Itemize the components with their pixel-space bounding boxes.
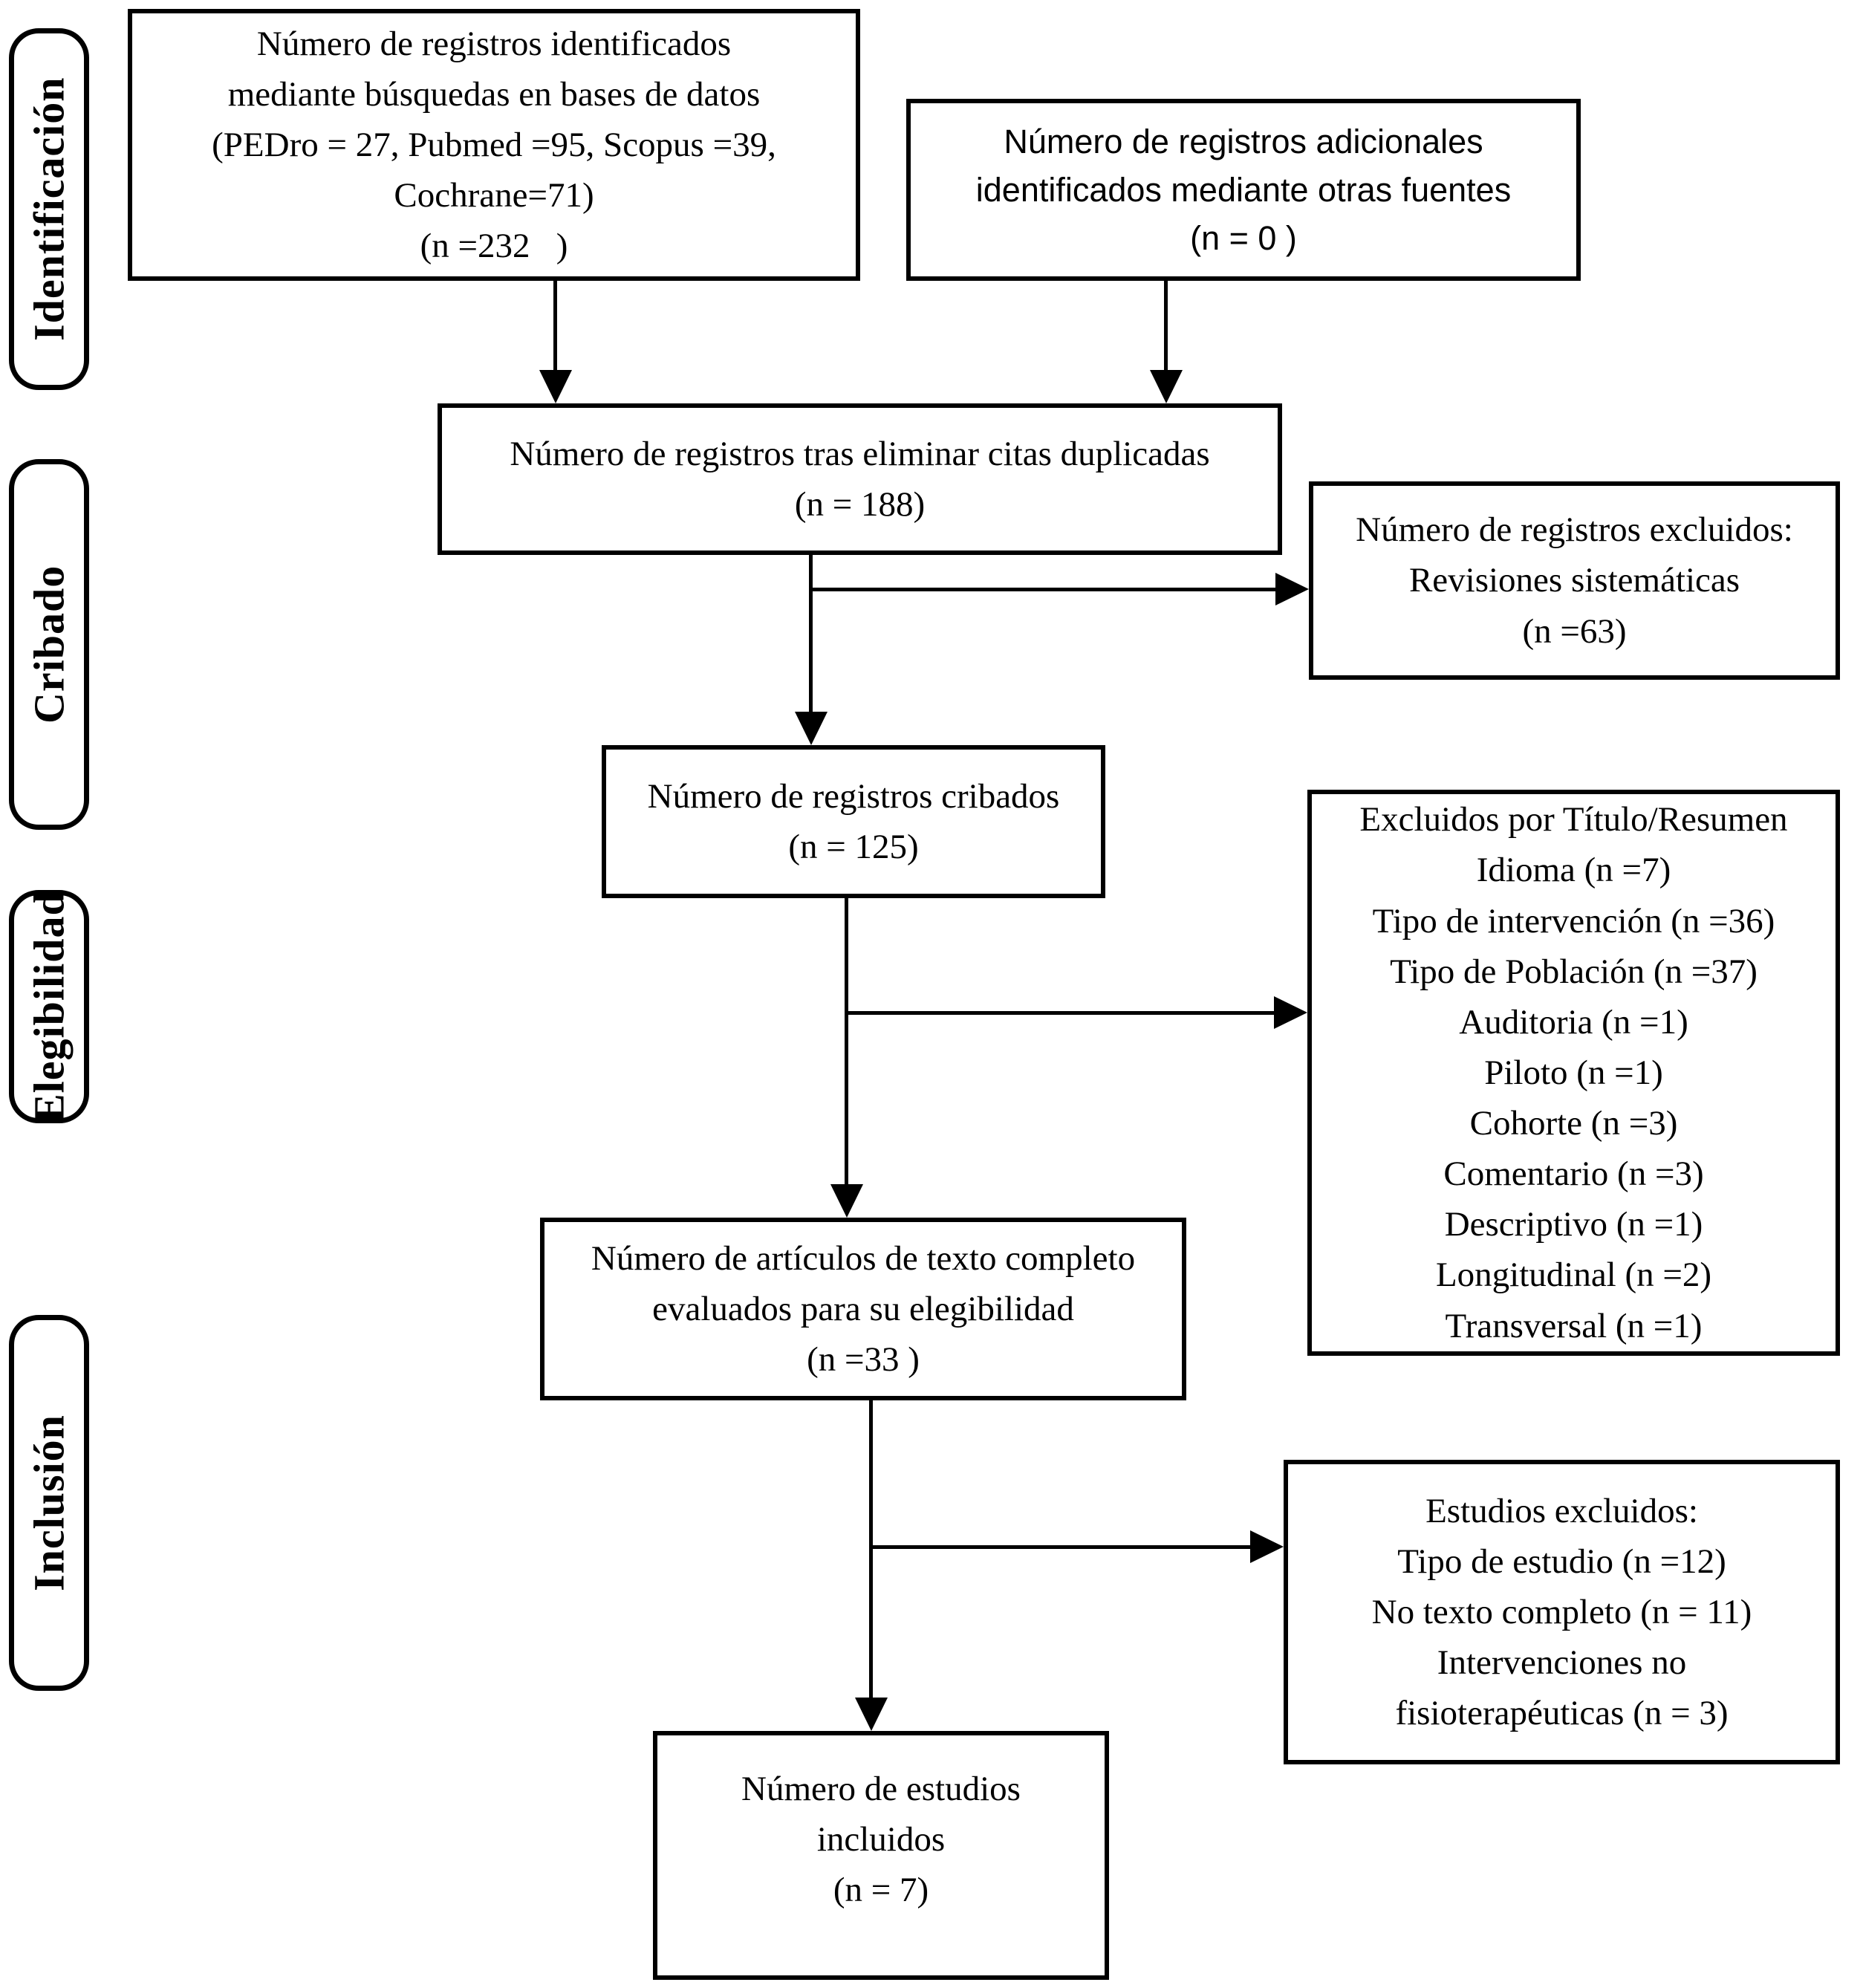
stage-label-identificacion: Identificación [9, 28, 89, 390]
box-records-screened: Número de registros cribados (n = 125) [602, 745, 1105, 898]
box-text-line: (n =33 ) [807, 1340, 920, 1380]
box-text-line: No texto completo (n = 11) [1371, 1592, 1752, 1631]
connector-identified-to-dedup [553, 281, 557, 371]
box-text-line: Piloto (n =1) [1484, 1053, 1663, 1092]
box-text-line: Número de estudios [741, 1770, 1021, 1808]
box-text-line: Idioma (n =7) [1476, 851, 1671, 890]
arrow-right-icon [1274, 996, 1307, 1029]
arrow-right-icon [1275, 573, 1309, 605]
arrow-down-icon [795, 712, 828, 745]
stage-label-text: Elegibilidad [25, 891, 74, 1123]
box-text-line: (n = 0 ) [1190, 219, 1297, 258]
box-text-line: Número de registros adicionales [1004, 122, 1483, 160]
arrow-down-icon [1150, 370, 1183, 403]
box-text-line: fisioterapéuticas (n = 3) [1395, 1694, 1729, 1733]
box-fulltext-assessed: Número de artículos de texto completo ev… [540, 1218, 1186, 1400]
box-text-line: evaluados para su elegibilidad [652, 1289, 1074, 1328]
box-text-line: Cohorte (n =3) [1469, 1104, 1678, 1143]
box-text-line: Tipo de Población (n =37) [1390, 952, 1758, 991]
stage-label-text: Cribado [25, 565, 74, 724]
connector-to-excluded-systematic [809, 588, 1275, 591]
box-text-line: Tipo de intervención (n =36) [1372, 901, 1775, 941]
box-text-line: (n = 125) [788, 828, 919, 866]
connector-dedup-to-screened [809, 555, 813, 713]
box-text-line: Longitudinal (n =2) [1435, 1256, 1712, 1295]
arrow-right-icon [1250, 1530, 1284, 1563]
stage-label-text: Identificación [25, 77, 74, 342]
connector-additional-to-dedup [1164, 281, 1168, 371]
box-records-after-duplicates-removed: Número de registros tras eliminar citas … [438, 403, 1282, 555]
box-text-line: identificados mediante otras fuentes [975, 170, 1512, 209]
box-text-line: Revisiones sistemáticas [1408, 561, 1740, 600]
box-text-line: Auditoria (n =1) [1459, 1002, 1688, 1042]
box-text-line: Estudios excluidos: [1425, 1491, 1698, 1530]
box-text-line: (n =63) [1522, 611, 1627, 651]
box-text-line: Transversal (n =1) [1445, 1306, 1703, 1345]
stage-label-inclusion: Inclusión [9, 1315, 89, 1691]
box-records-excluded-systematic-reviews: Número de registros excluidos: Revisione… [1309, 481, 1840, 680]
box-text-line: Descriptivo (n =1) [1444, 1205, 1703, 1244]
box-text-line: incluidos [816, 1820, 946, 1859]
connector-to-studies-excluded [869, 1545, 1250, 1549]
box-text-line: Número de registros tras eliminar citas … [510, 434, 1210, 473]
box-studies-included: Número de estudios incluidos (n = 7) [653, 1731, 1109, 1980]
box-text-line: Intervenciones no [1437, 1643, 1687, 1683]
arrow-down-icon [539, 370, 572, 403]
arrow-down-icon [855, 1698, 888, 1731]
box-text-line: Excluidos por Título/Resumen [1359, 800, 1788, 839]
box-additional-records: Número de registros adicionales identifi… [906, 99, 1581, 281]
stage-label-cribado: Cribado [9, 459, 89, 830]
connector-to-excluded-title-abstract [845, 1011, 1274, 1015]
box-text-line: (n = 188) [794, 485, 926, 524]
box-text-line: (PEDro = 27, Pubmed =95, Scopus =39, [212, 125, 776, 164]
box-text-line: (n =232 ) [420, 227, 568, 266]
stage-label-elegibilidad: Elegibilidad [9, 890, 89, 1123]
box-text-line: Número de registros identificados [256, 24, 732, 63]
box-records-identified: Número de registros identificados median… [128, 9, 860, 281]
connector-fulltext-to-included [869, 1400, 873, 1699]
box-text-line: Número de artículos de texto completo [591, 1238, 1136, 1278]
box-text-line: Número de registros cribados [647, 776, 1060, 816]
box-text-line: (n = 7) [833, 1871, 929, 1910]
stage-label-text: Inclusión [25, 1414, 74, 1591]
box-text-line: Comentario (n =3) [1443, 1154, 1704, 1194]
box-text-line: Tipo de estudio (n =12) [1397, 1542, 1726, 1581]
box-excluded-title-abstract: Excluidos por Título/Resumen Idioma (n =… [1307, 790, 1840, 1356]
box-text-line: mediante búsquedas en bases de datos [227, 74, 761, 114]
box-studies-excluded: Estudios excluidos: Tipo de estudio (n =… [1284, 1460, 1840, 1764]
arrow-down-icon [830, 1184, 863, 1218]
connector-screened-to-fulltext [845, 898, 848, 1186]
box-text-line: Cochrane=71) [394, 176, 594, 215]
box-text-line: Número de registros excluidos: [1356, 510, 1793, 550]
